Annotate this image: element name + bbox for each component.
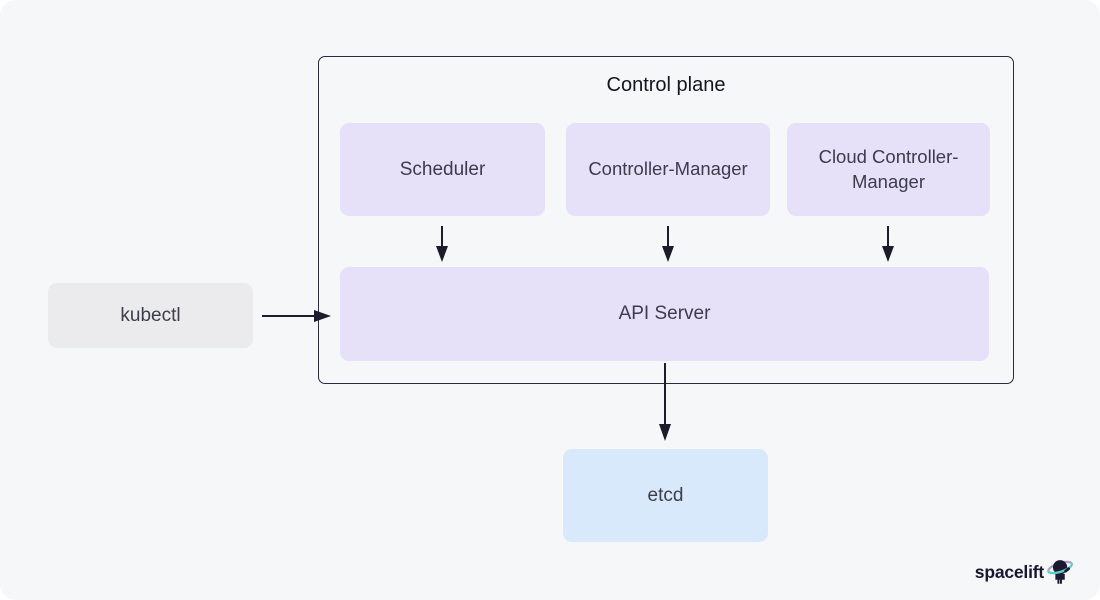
node-api-server: API Server [340, 267, 989, 361]
control-plane-box: Control plane [318, 56, 1014, 384]
spacelift-logo: spacelift [975, 557, 1077, 587]
spacelift-astronaut-icon [1047, 560, 1073, 584]
node-kubectl-label: kubectl [120, 304, 181, 326]
node-controller-manager-label: Controller-Manager [588, 158, 748, 180]
node-etcd: etcd [563, 449, 768, 542]
node-api-server-label: API Server [618, 303, 711, 325]
node-scheduler-label: Scheduler [399, 158, 486, 180]
node-cloud-controller-manager-label: Cloud Controller-Manager [818, 145, 959, 192]
node-controller-manager: Controller-Manager [566, 123, 770, 216]
node-cloud-controller-manager: Cloud Controller-Manager [787, 123, 990, 216]
spacelift-logo-text: spacelift [974, 561, 1044, 582]
control-plane-title: Control plane [606, 74, 726, 96]
node-kubectl: kubectl [48, 283, 253, 348]
node-etcd-label: etcd [647, 484, 684, 506]
node-scheduler: Scheduler [340, 123, 545, 216]
